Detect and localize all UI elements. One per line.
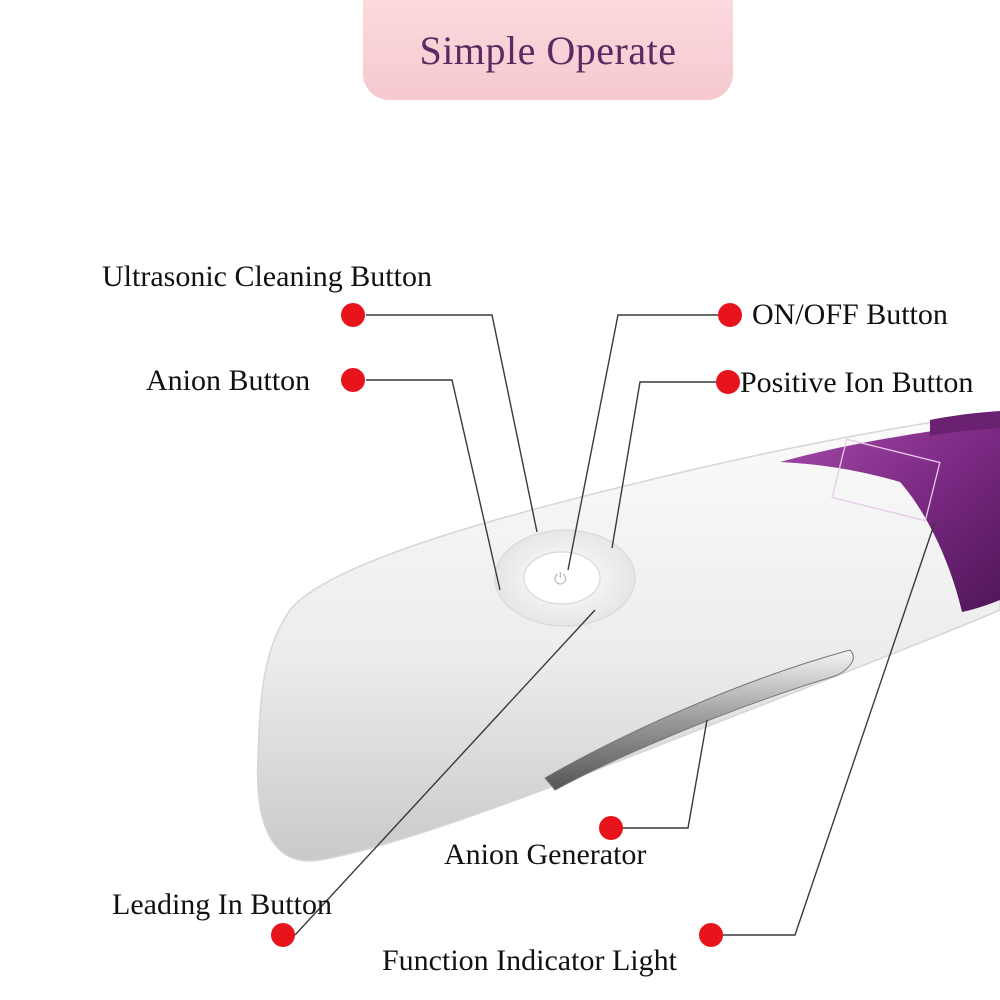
callout-dots xyxy=(271,303,742,947)
device-purple-cap xyxy=(930,411,1000,436)
anion-generator-blade xyxy=(544,649,854,791)
page-title: Simple Operate xyxy=(419,27,677,73)
control-center xyxy=(523,551,601,605)
leader-onoff xyxy=(567,314,718,571)
callout-dot-ultrasonic xyxy=(341,303,365,327)
label-onoff-button: ON/OFF Button xyxy=(752,298,948,331)
leader-ultrasonic xyxy=(366,314,538,533)
callout-dot-anion-generator xyxy=(599,816,623,840)
leader-positive-ion xyxy=(611,381,718,549)
label-leading-in-button: Leading In Button xyxy=(112,888,332,921)
leader-anion-button xyxy=(366,379,501,591)
leader-anion-generator xyxy=(620,719,708,829)
label-function-indicator-light: Function Indicator Light xyxy=(382,944,677,977)
device: ⏻ xyxy=(256,411,1000,862)
callout-dot-leading-in xyxy=(271,923,295,947)
device-shell xyxy=(256,411,1000,862)
leader-leading-in xyxy=(294,609,596,936)
callout-dot-onoff xyxy=(718,303,742,327)
callout-dot-indicator xyxy=(699,923,723,947)
label-anion-button: Anion Button xyxy=(146,364,311,397)
title-badge: Simple Operate xyxy=(363,0,733,100)
label-positive-ion-button: Positive Ion Button xyxy=(740,366,974,399)
indicator-panel xyxy=(831,438,941,522)
leader-indicator xyxy=(720,521,936,936)
callout-dot-anion-button xyxy=(341,368,365,392)
label-ultrasonic-cleaning-button: Ultrasonic Cleaning Button xyxy=(102,260,432,293)
device-purple-band xyxy=(780,422,1000,612)
power-symbol-icon: ⏻ xyxy=(554,569,567,588)
callout-dot-positive-ion xyxy=(716,370,740,394)
leader-lines xyxy=(294,314,936,936)
label-anion-generator: Anion Generator xyxy=(444,838,647,871)
